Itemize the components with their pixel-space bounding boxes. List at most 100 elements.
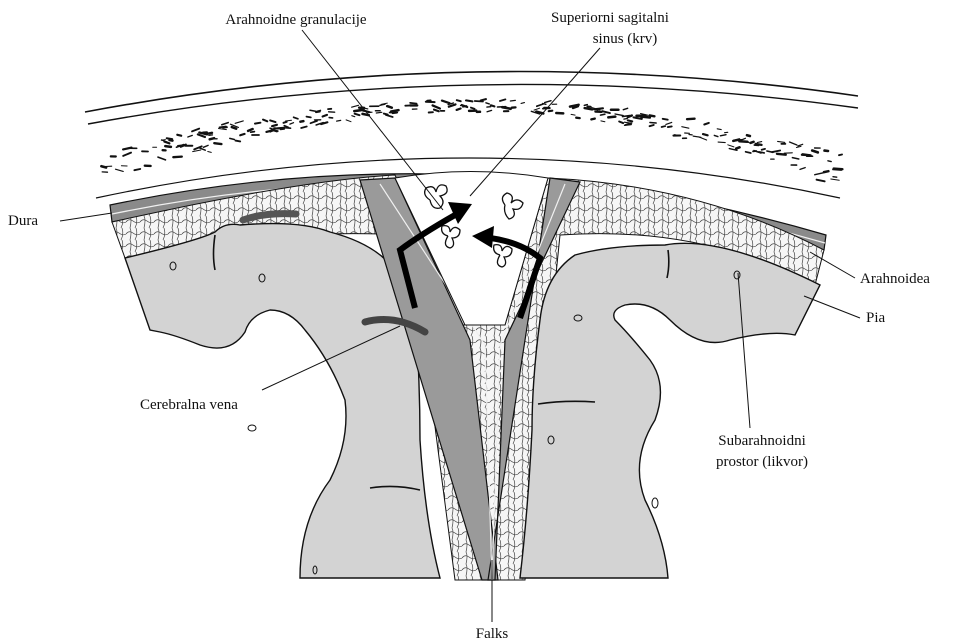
bone-texture-mark	[491, 105, 495, 106]
bone-texture-mark	[608, 117, 615, 118]
bone-texture-mark	[248, 129, 253, 131]
bone-texture-mark	[628, 120, 632, 121]
bone-texture-mark	[663, 119, 668, 120]
bone-texture-mark	[746, 152, 751, 153]
bone-texture-mark	[746, 142, 749, 143]
bone-texture-mark	[772, 151, 780, 153]
label-subarachnoid-line1: Subarahnoidni	[718, 433, 806, 449]
bone-texture-mark	[662, 126, 666, 127]
bone-texture-mark	[537, 104, 543, 106]
bone-texture-mark	[210, 138, 214, 139]
bone-texture-mark	[158, 157, 166, 160]
bone-texture-mark	[209, 135, 213, 136]
bone-texture-mark	[442, 101, 450, 104]
bone-texture-mark	[466, 100, 472, 101]
bone-texture-mark	[812, 151, 818, 153]
bone-texture-mark	[638, 118, 642, 119]
bone-texture-mark	[839, 155, 842, 156]
label-pia: Pia	[866, 310, 886, 326]
label-arachnoid-granulations: Arahnoidne granulacije	[225, 12, 367, 28]
bone-texture-mark	[549, 111, 553, 112]
bone-texture-mark	[232, 127, 236, 129]
bone-texture-mark	[203, 145, 208, 147]
bone-texture-mark	[235, 121, 243, 123]
bone-texture-mark	[434, 110, 439, 112]
bone-texture-mark	[720, 135, 726, 136]
bone-texture-mark	[790, 142, 797, 145]
bone-texture-mark	[591, 119, 595, 120]
bone-texture-mark	[650, 125, 654, 126]
bone-texture-mark	[824, 171, 828, 172]
bone-texture-mark	[177, 135, 181, 136]
bone-texture-mark	[833, 177, 837, 178]
bone-texture-mark	[601, 114, 605, 115]
bone-texture-mark	[165, 146, 171, 147]
bone-texture-mark	[323, 115, 327, 117]
label-cerebral-vein: Cerebralna vena	[140, 397, 238, 413]
bone-texture-mark	[251, 132, 255, 133]
bone-texture-mark	[290, 123, 294, 124]
bone-texture-mark	[116, 169, 124, 171]
bone-texture-mark	[714, 135, 718, 136]
bone-texture-mark	[380, 104, 385, 105]
bone-texture-mark	[615, 114, 623, 116]
bone-texture-mark	[337, 120, 341, 121]
bone-texture-mark	[624, 119, 627, 120]
bone-texture-mark	[230, 138, 235, 139]
bone-texture-mark	[666, 122, 672, 124]
bone-texture-mark	[601, 121, 605, 122]
bone-texture-mark	[391, 110, 398, 111]
bone-texture-mark	[134, 169, 140, 170]
bone-texture-mark	[704, 123, 709, 125]
bone-texture	[101, 99, 842, 181]
label-subarachnoid-line2: prostor (likvor)	[716, 454, 808, 470]
label-sinus-line1: Superiorni sagitalni	[551, 10, 669, 26]
bone-texture-mark	[433, 105, 440, 108]
bone-texture-mark	[263, 120, 267, 122]
bone-texture-mark	[222, 123, 228, 125]
bone-texture-mark	[219, 129, 227, 130]
bone-texture-mark	[352, 105, 359, 107]
bone-texture-mark	[543, 104, 546, 105]
bone-texture-mark	[457, 109, 461, 110]
bone-texture-mark	[281, 129, 285, 130]
bone-texture-mark	[220, 127, 227, 128]
bone-texture-mark	[828, 161, 831, 162]
bone-texture-mark	[756, 144, 762, 145]
bone-texture-mark	[757, 142, 761, 143]
bone-texture-mark	[831, 179, 839, 180]
bone-texture-mark	[834, 169, 843, 170]
bone-texture-mark	[123, 153, 131, 156]
label-falx: Falks	[476, 626, 509, 642]
bone-texture-mark	[703, 134, 708, 135]
bone-texture-mark	[486, 103, 489, 104]
bone-texture-mark	[393, 113, 397, 114]
bone-texture-mark	[311, 121, 318, 123]
bone-texture-mark	[778, 141, 785, 142]
bone-texture-mark	[301, 127, 307, 129]
bone-texture-mark	[310, 110, 316, 111]
bone-texture-mark	[208, 152, 211, 153]
bone-texture-mark	[354, 110, 360, 111]
bone-texture-mark	[272, 125, 277, 126]
bone-texture-mark	[623, 108, 627, 109]
bone-texture-mark	[650, 115, 655, 116]
bone-texture-mark	[650, 123, 656, 124]
bone-texture-mark	[717, 129, 721, 130]
bone-texture-mark	[762, 149, 765, 150]
bone-texture-mark	[188, 135, 193, 137]
bone-texture-mark	[570, 105, 579, 107]
bone-texture-mark	[668, 126, 672, 127]
bone-texture-mark	[699, 137, 707, 140]
bone-texture-mark	[502, 107, 510, 109]
bone-texture-mark	[792, 158, 798, 159]
bone-texture-mark	[619, 122, 623, 124]
bone-texture-mark	[170, 140, 173, 141]
label-arachnoid: Arahnoidea	[860, 271, 930, 287]
bone-texture-mark	[602, 111, 610, 113]
bone-texture-mark	[387, 106, 392, 108]
bone-texture-mark	[796, 146, 801, 147]
bone-texture-mark	[675, 135, 678, 136]
bone-texture-mark	[294, 117, 298, 119]
